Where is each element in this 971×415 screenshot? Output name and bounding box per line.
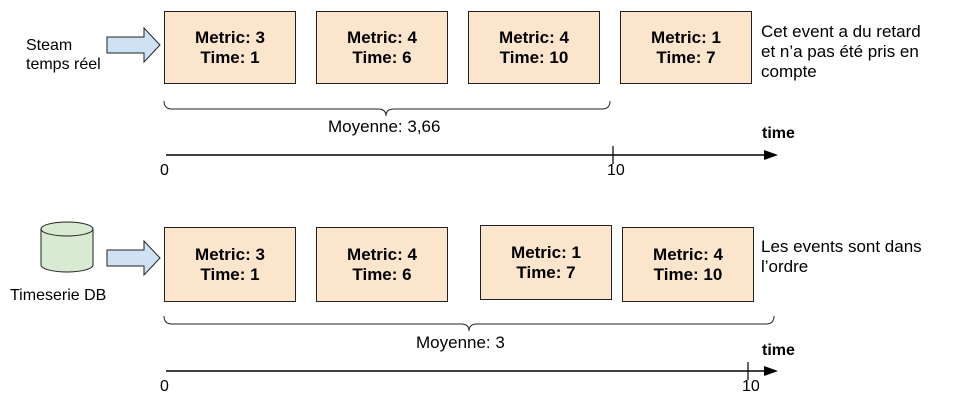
axis-end-label: 10 [742, 378, 760, 395]
event-metric: Metric: 4 [347, 244, 417, 264]
axis-label-time: time [762, 125, 795, 142]
event-metric: Metric: 1 [651, 27, 721, 47]
event-metric: Metric: 4 [347, 27, 417, 47]
event-time: Time: 10 [653, 264, 723, 284]
db-arrow-icon [106, 239, 161, 277]
time-axis-top [166, 146, 778, 164]
average-brace-top [163, 100, 611, 117]
event-time: Time: 6 [352, 47, 412, 67]
event-metric: Metric: 3 [195, 244, 265, 264]
event-time: Time: 1 [200, 264, 260, 284]
ordered-events-note: Les events sont dans l’ordre [761, 237, 922, 276]
db-source-label: Timeserie DB [10, 287, 107, 304]
event-box: Metric: 3 Time: 1 [164, 11, 296, 84]
event-box: Metric: 1 Time: 7 [480, 225, 612, 300]
event-metric: Metric: 4 [499, 27, 569, 47]
axis-label-time: time [762, 342, 795, 359]
event-time: Time: 1 [200, 47, 260, 67]
axis-start-label: 0 [160, 162, 169, 179]
time-axis-bottom [166, 362, 778, 380]
event-box: Metric: 4 Time: 6 [316, 227, 448, 302]
axis-start-label: 0 [160, 378, 169, 395]
event-box: Metric: 4 Time: 10 [468, 11, 600, 84]
event-time: Time: 6 [352, 264, 412, 284]
stream-arrow-icon [106, 26, 161, 64]
event-metric: Metric: 3 [195, 27, 265, 47]
event-metric: Metric: 4 [653, 244, 723, 264]
average-label-bottom: Moyenne: 3 [416, 333, 505, 352]
event-box-late: Metric: 1 Time: 7 [620, 11, 752, 84]
average-brace-bottom [163, 315, 775, 332]
event-time: Time: 7 [516, 262, 576, 282]
stream-source-label: Steam temps réel [26, 37, 101, 73]
event-box: Metric: 3 Time: 1 [164, 227, 296, 302]
average-label-top: Moyenne: 3,66 [328, 117, 441, 136]
event-box: Metric: 4 Time: 10 [622, 227, 754, 302]
late-event-note: Cet event a du retard et n’a pas été pri… [761, 22, 921, 81]
event-time: Time: 7 [656, 47, 716, 67]
event-metric: Metric: 1 [511, 242, 581, 262]
axis-end-label: 10 [607, 162, 625, 179]
event-box: Metric: 4 Time: 6 [316, 11, 448, 84]
database-icon [40, 221, 94, 273]
event-time: Time: 10 [499, 47, 569, 67]
